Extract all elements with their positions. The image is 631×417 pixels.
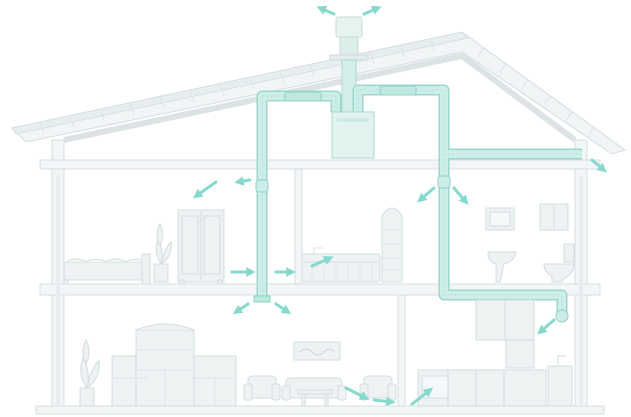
airflow-arrow-icon [420, 188, 434, 200]
shelf-tower-icon [382, 208, 402, 282]
airflow-arrow-icon [236, 304, 248, 312]
toilet-icon [544, 244, 574, 282]
unit-panel [337, 118, 369, 122]
picture-frame-icon [294, 342, 340, 360]
upper-partition [295, 169, 302, 284]
airflow-arrow-icon [454, 188, 466, 202]
wall-trim-right [579, 176, 583, 406]
airflow-arrow-icon [374, 400, 392, 402]
bath-cabinet-icon [540, 204, 568, 230]
ground-floor-furniture [80, 300, 572, 406]
lower-partition [398, 295, 405, 406]
airflow-arrow-icon [540, 320, 554, 332]
kitchen-counter-icon [418, 300, 572, 406]
bed-icon [64, 254, 150, 284]
mirror-icon [486, 208, 514, 230]
wardrobe-icon [178, 210, 224, 284]
upper-floor-furniture [64, 204, 574, 284]
ground-floor [36, 406, 604, 414]
attic-floor [40, 160, 600, 169]
plant-icon [154, 224, 171, 282]
airflow-arrow-icon [364, 8, 378, 14]
airflow-arrow-icon [320, 8, 334, 14]
wall-trim [56, 176, 60, 406]
sink-icon [488, 252, 516, 282]
cupboard-icon [112, 324, 236, 406]
sofa-icon [282, 378, 346, 400]
airflow-arrow-icon [238, 180, 250, 182]
plant-icon [80, 340, 99, 406]
airflow-arrow-icon [196, 182, 216, 196]
armchair-icon [244, 376, 280, 400]
airflow-arrow-icon [276, 304, 288, 312]
